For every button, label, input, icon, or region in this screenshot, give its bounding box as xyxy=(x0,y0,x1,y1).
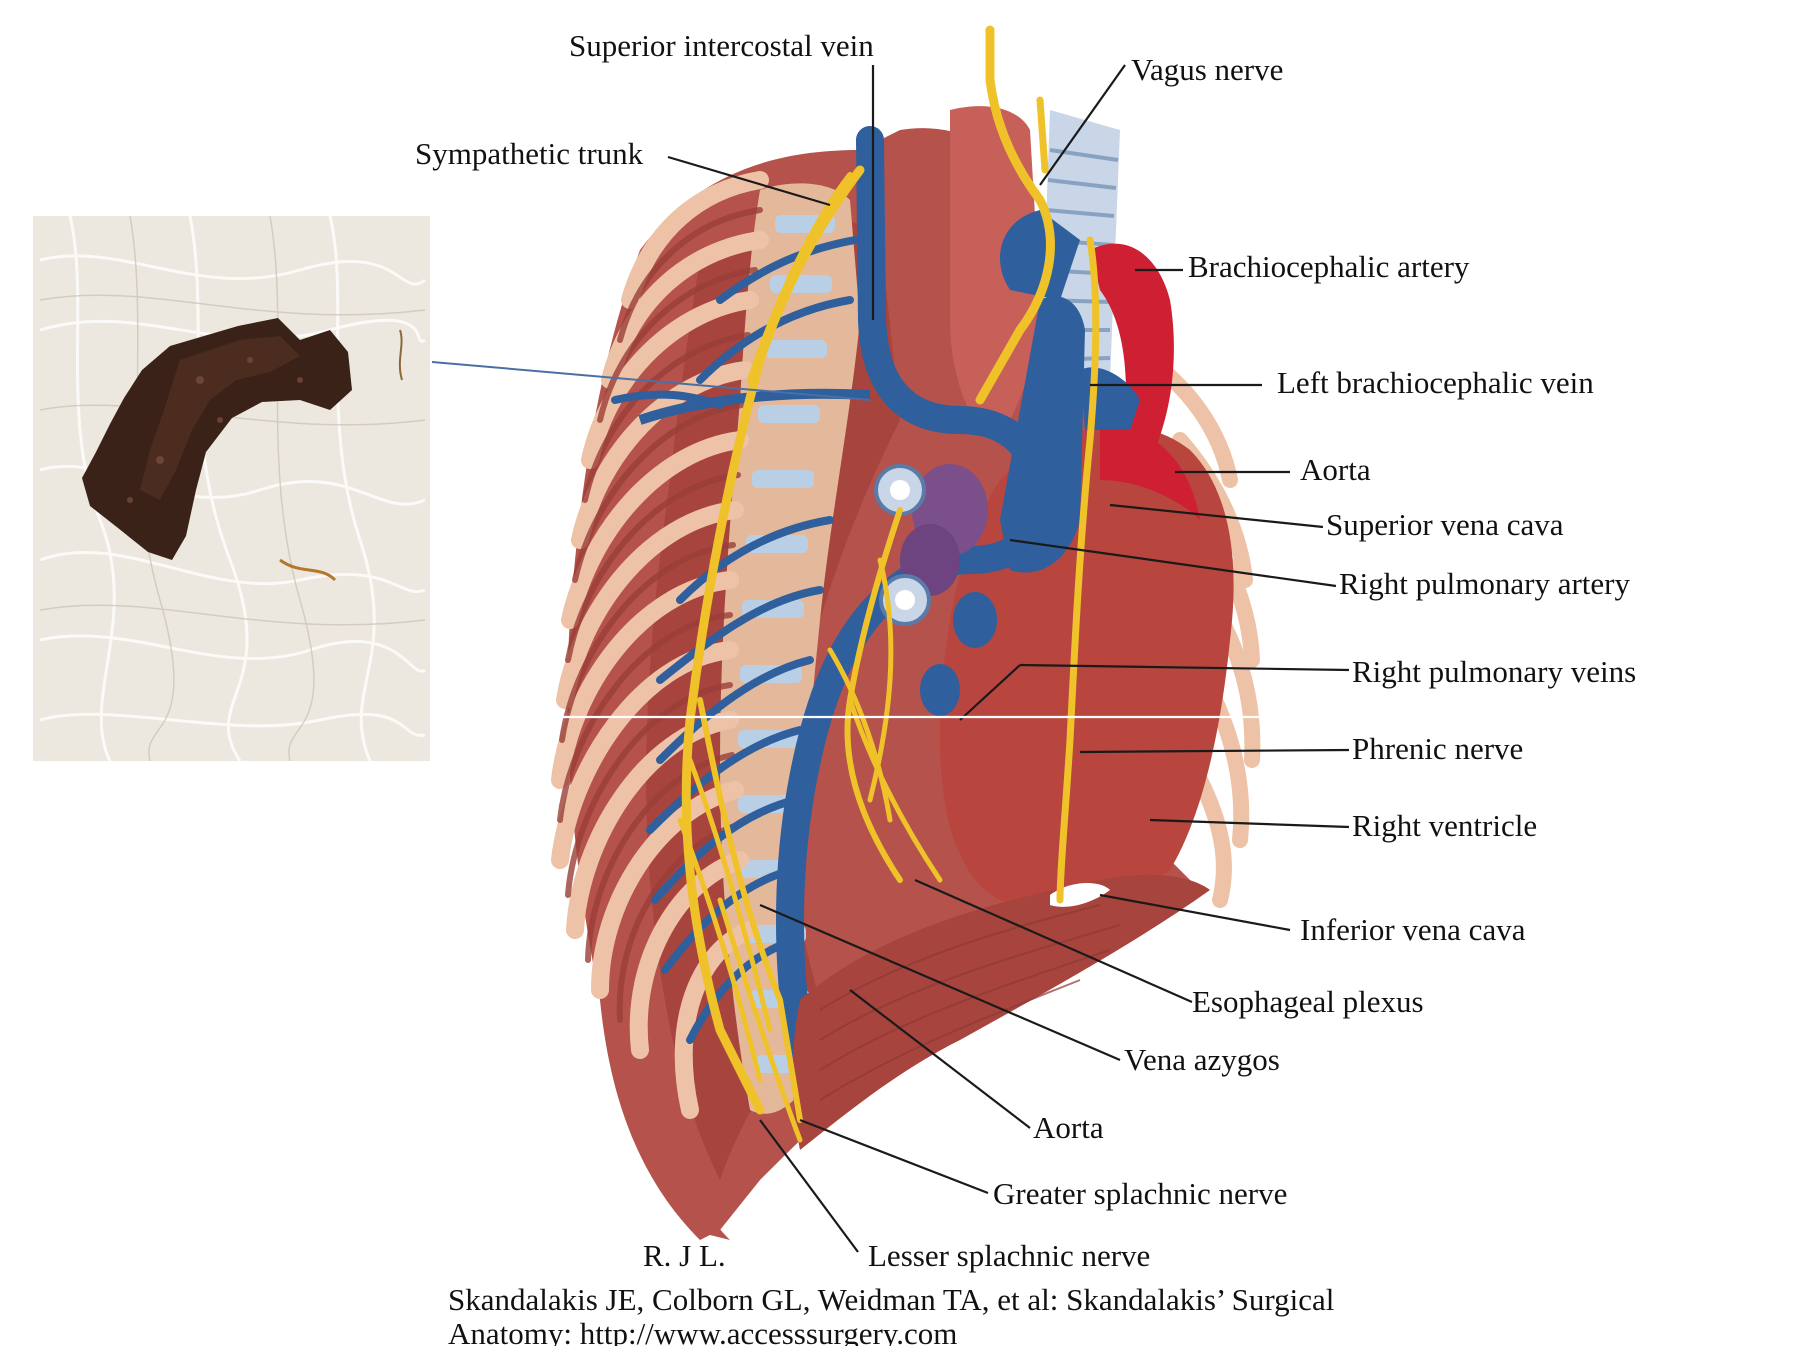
label-right-pulmonary-artery: Right pulmonary artery xyxy=(1339,566,1630,601)
inferior-vena-cava xyxy=(1050,883,1110,907)
label-right-ventricle: Right ventricle xyxy=(1352,808,1537,843)
label-left-brachiocephalic-vein: Left brachiocephalic vein xyxy=(1277,365,1594,400)
specimen-fragment xyxy=(82,318,352,560)
label-lesser-splanchnic-nerve: Lesser splachnic nerve xyxy=(868,1238,1150,1273)
label-phrenic-nerve: Phrenic nerve xyxy=(1352,731,1523,766)
superior-vena-cava xyxy=(1000,296,1085,573)
label-brachiocephalic-artery: Brachiocephalic artery xyxy=(1188,249,1470,284)
esophagus xyxy=(950,106,1040,430)
label-sympathetic-trunk: Sympathetic trunk xyxy=(415,136,644,171)
label-superior-vena-cava: Superior vena cava xyxy=(1326,507,1564,542)
thorax-illustration xyxy=(551,25,1261,1240)
label-vena-azygos: Vena azygos xyxy=(1124,1042,1280,1077)
orientation-label: R. J L. xyxy=(643,1238,726,1273)
label-aorta-lower: Aorta xyxy=(1033,1110,1104,1145)
citation: Skandalakis JE, Colborn GL, Weidman TA, … xyxy=(448,1282,1334,1346)
specimen-photo xyxy=(33,215,430,762)
label-esophageal-plexus: Esophageal plexus xyxy=(1192,984,1424,1019)
label-inferior-vena-cava: Inferior vena cava xyxy=(1300,912,1526,947)
label-greater-splanchnic-nerve: Greater splachnic nerve xyxy=(993,1176,1287,1211)
label-vagus-nerve: Vagus nerve xyxy=(1131,52,1283,87)
leader-lines xyxy=(431,64,1350,1253)
nerves xyxy=(677,25,1100,1143)
citation-line-1: Skandalakis JE, Colborn GL, Weidman TA, … xyxy=(448,1282,1334,1317)
label-right-pulmonary-veins: Right pulmonary veins xyxy=(1352,654,1636,689)
pulmonary-hilum xyxy=(874,464,997,716)
label-superior-intercostal-vein: Superior intercostal vein xyxy=(569,28,874,63)
label-aorta-upper: Aorta xyxy=(1300,452,1371,487)
aortic-arch xyxy=(1090,243,1174,460)
anatomy-labels: Superior intercostal vein Vagus nerve Sy… xyxy=(415,28,1636,1273)
citation-line-2: Anatomy: http://www.accesssurgery.com xyxy=(448,1316,957,1346)
